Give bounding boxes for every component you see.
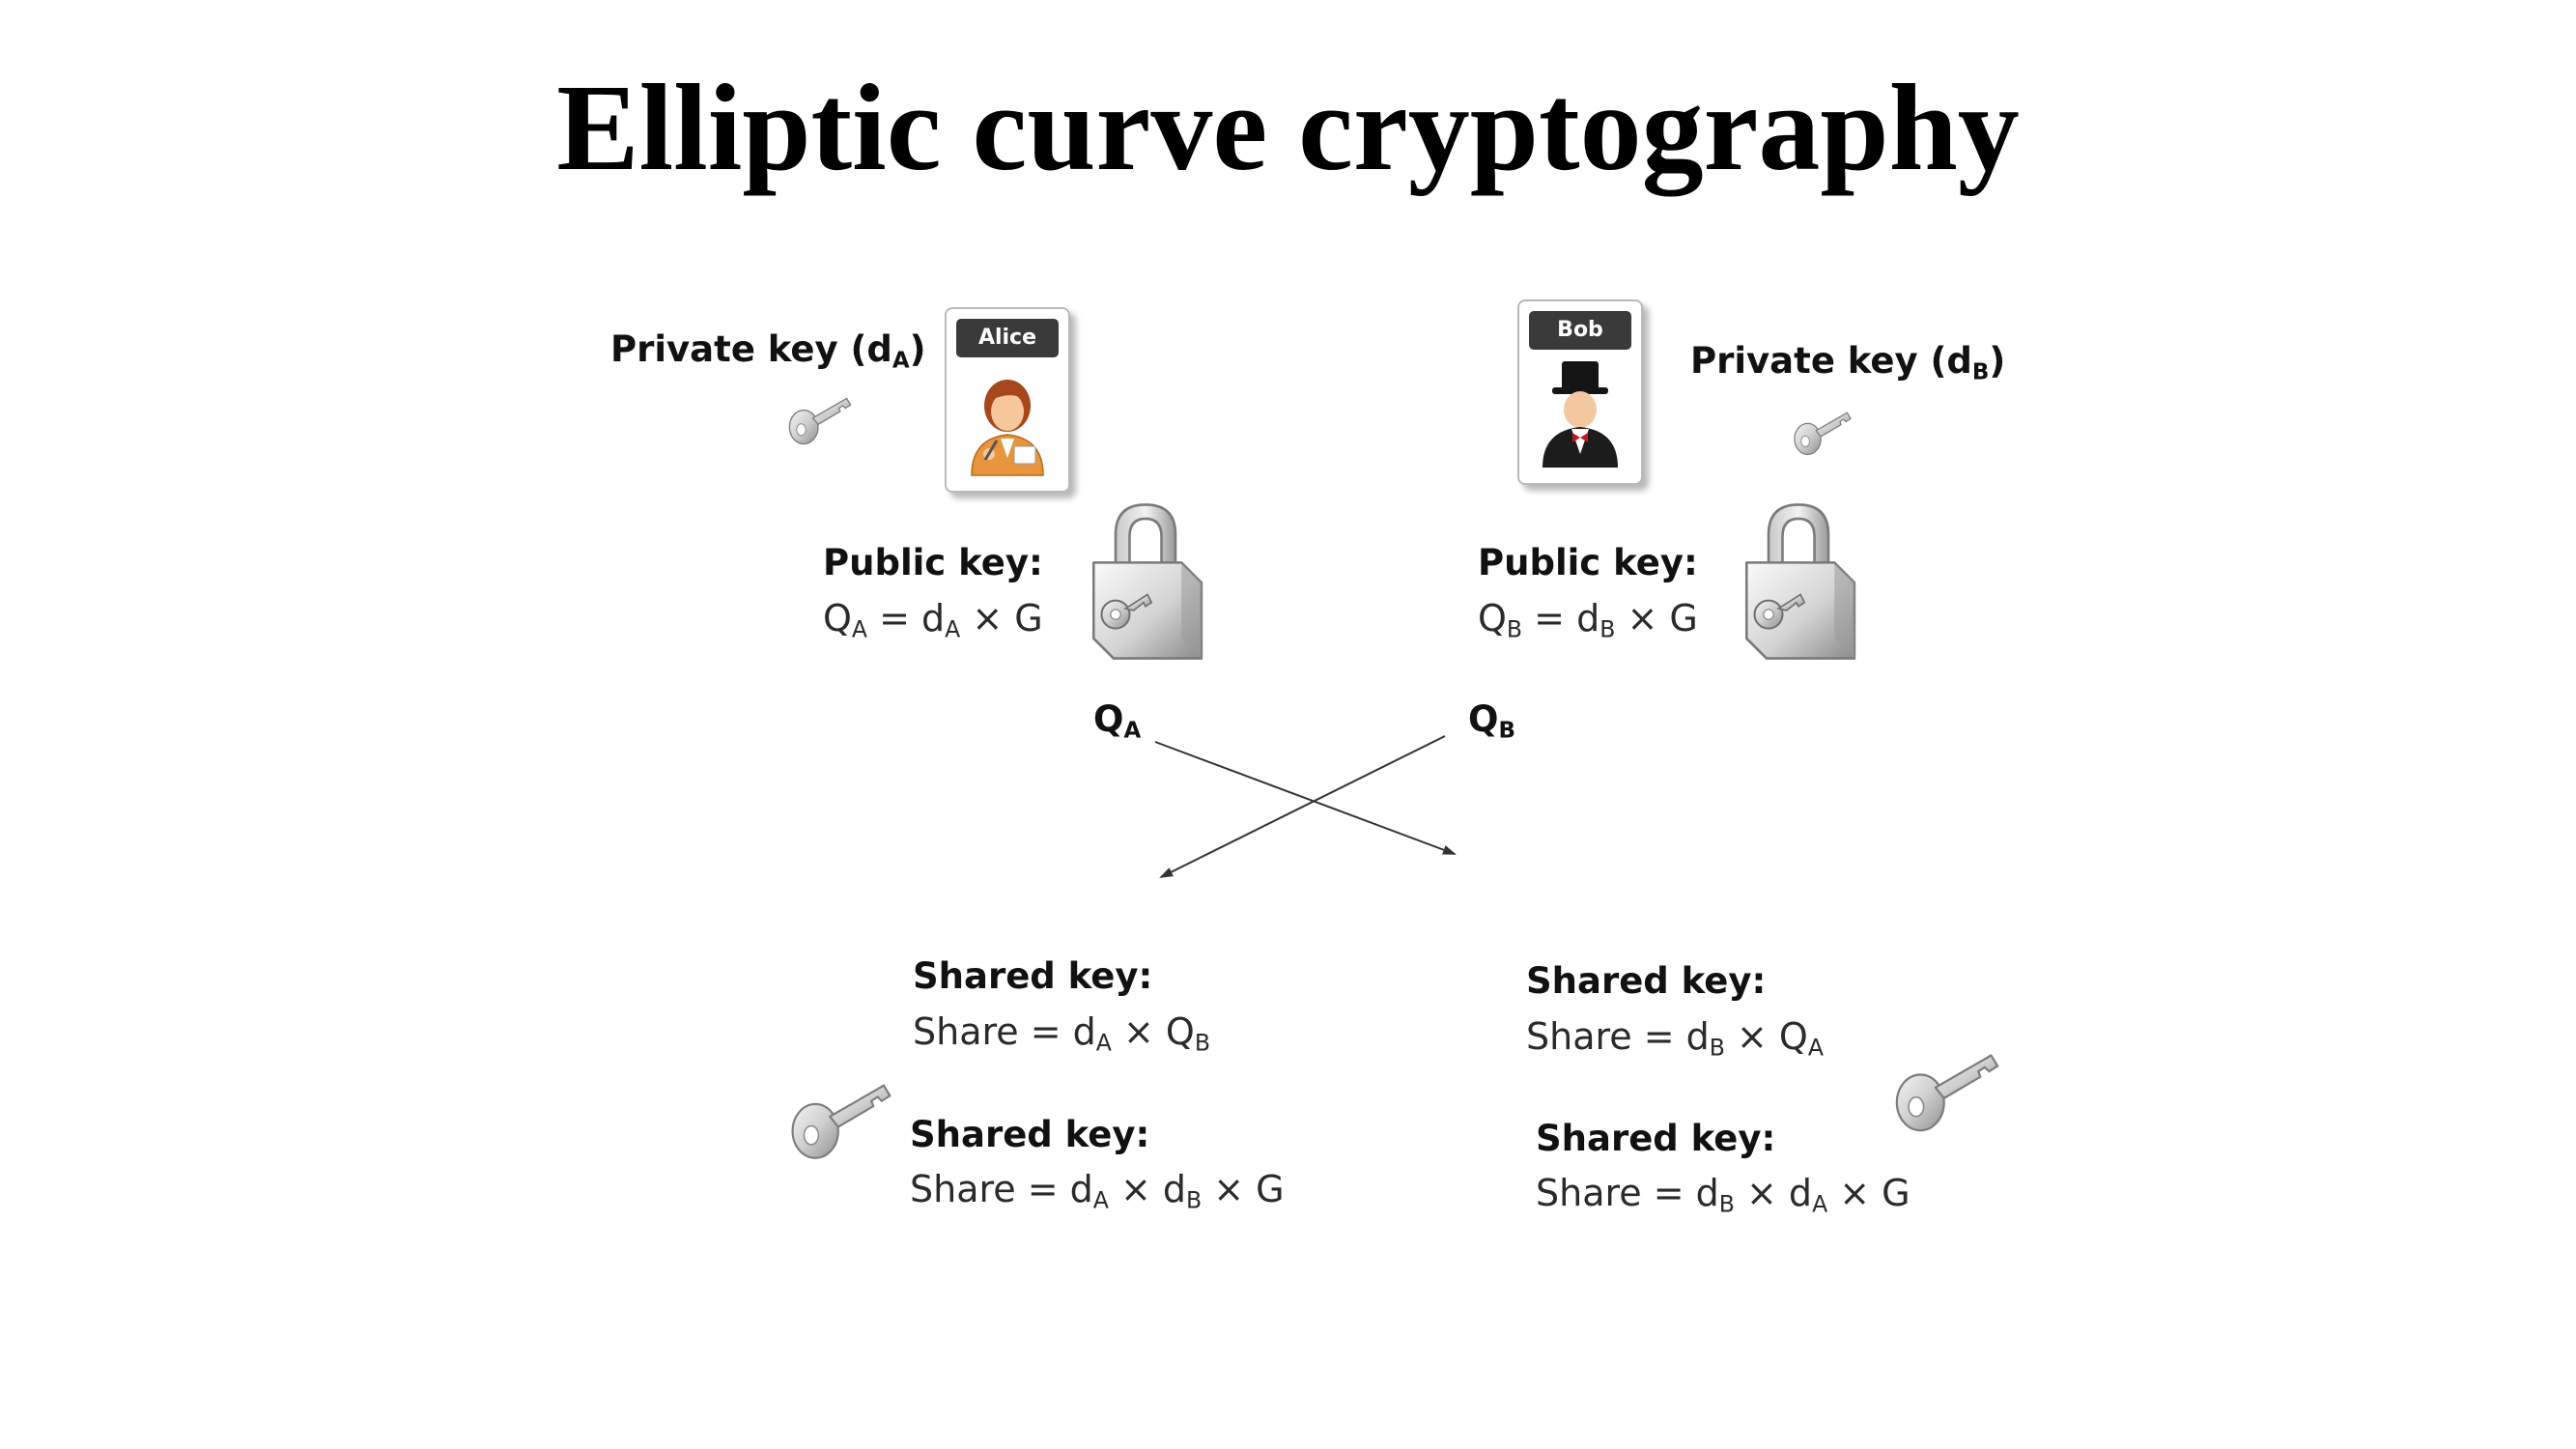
alice-private-key-label: Private key (dA) bbox=[610, 328, 926, 374]
page-title: Elliptic curve cryptography bbox=[556, 59, 2020, 196]
alice-shared-key-equation-2: Share = dA × dB × G bbox=[910, 1168, 1285, 1214]
bob-shared-key-label-1: Shared key: bbox=[1526, 960, 1767, 1002]
alice-shared-key-label-2: Shared key: bbox=[910, 1114, 1150, 1155]
bob-shared-key-label-2: Shared key: bbox=[1536, 1118, 1776, 1159]
bob-sends-label: QB bbox=[1468, 698, 1515, 744]
bob-public-key-label: Public key: bbox=[1478, 542, 1698, 583]
bob-name: Bob bbox=[1529, 311, 1631, 350]
bob-shared-key-equation-1: Share = dB × QA bbox=[1526, 1015, 1824, 1062]
woman-avatar-icon bbox=[971, 380, 1044, 476]
alice-card: Alice bbox=[945, 307, 1070, 493]
bob-public-key-equation: QB = dB × G bbox=[1478, 597, 1698, 643]
arrow-bob-to-alice bbox=[1159, 735, 1446, 878]
bob-private-key-label: Private key (dB) bbox=[1690, 340, 2006, 385]
top-hat-man-avatar-icon bbox=[1543, 361, 1618, 468]
bob-card: Bob bbox=[1517, 299, 1643, 485]
bob-shared-key-equation-2: Share = dB × dA × G bbox=[1536, 1172, 1911, 1218]
alice-sends-label: QA bbox=[1093, 698, 1142, 744]
alice-shared-key-equation-1: Share = dA × QB bbox=[913, 1010, 1210, 1057]
alice-public-key-label: Public key: bbox=[823, 542, 1043, 583]
arrow-alice-to-bob bbox=[1154, 741, 1457, 855]
alice-name: Alice bbox=[956, 319, 1059, 357]
alice-public-key-equation: QA = dA × G bbox=[823, 597, 1043, 643]
alice-shared-key-label-1: Shared key: bbox=[913, 955, 1153, 997]
